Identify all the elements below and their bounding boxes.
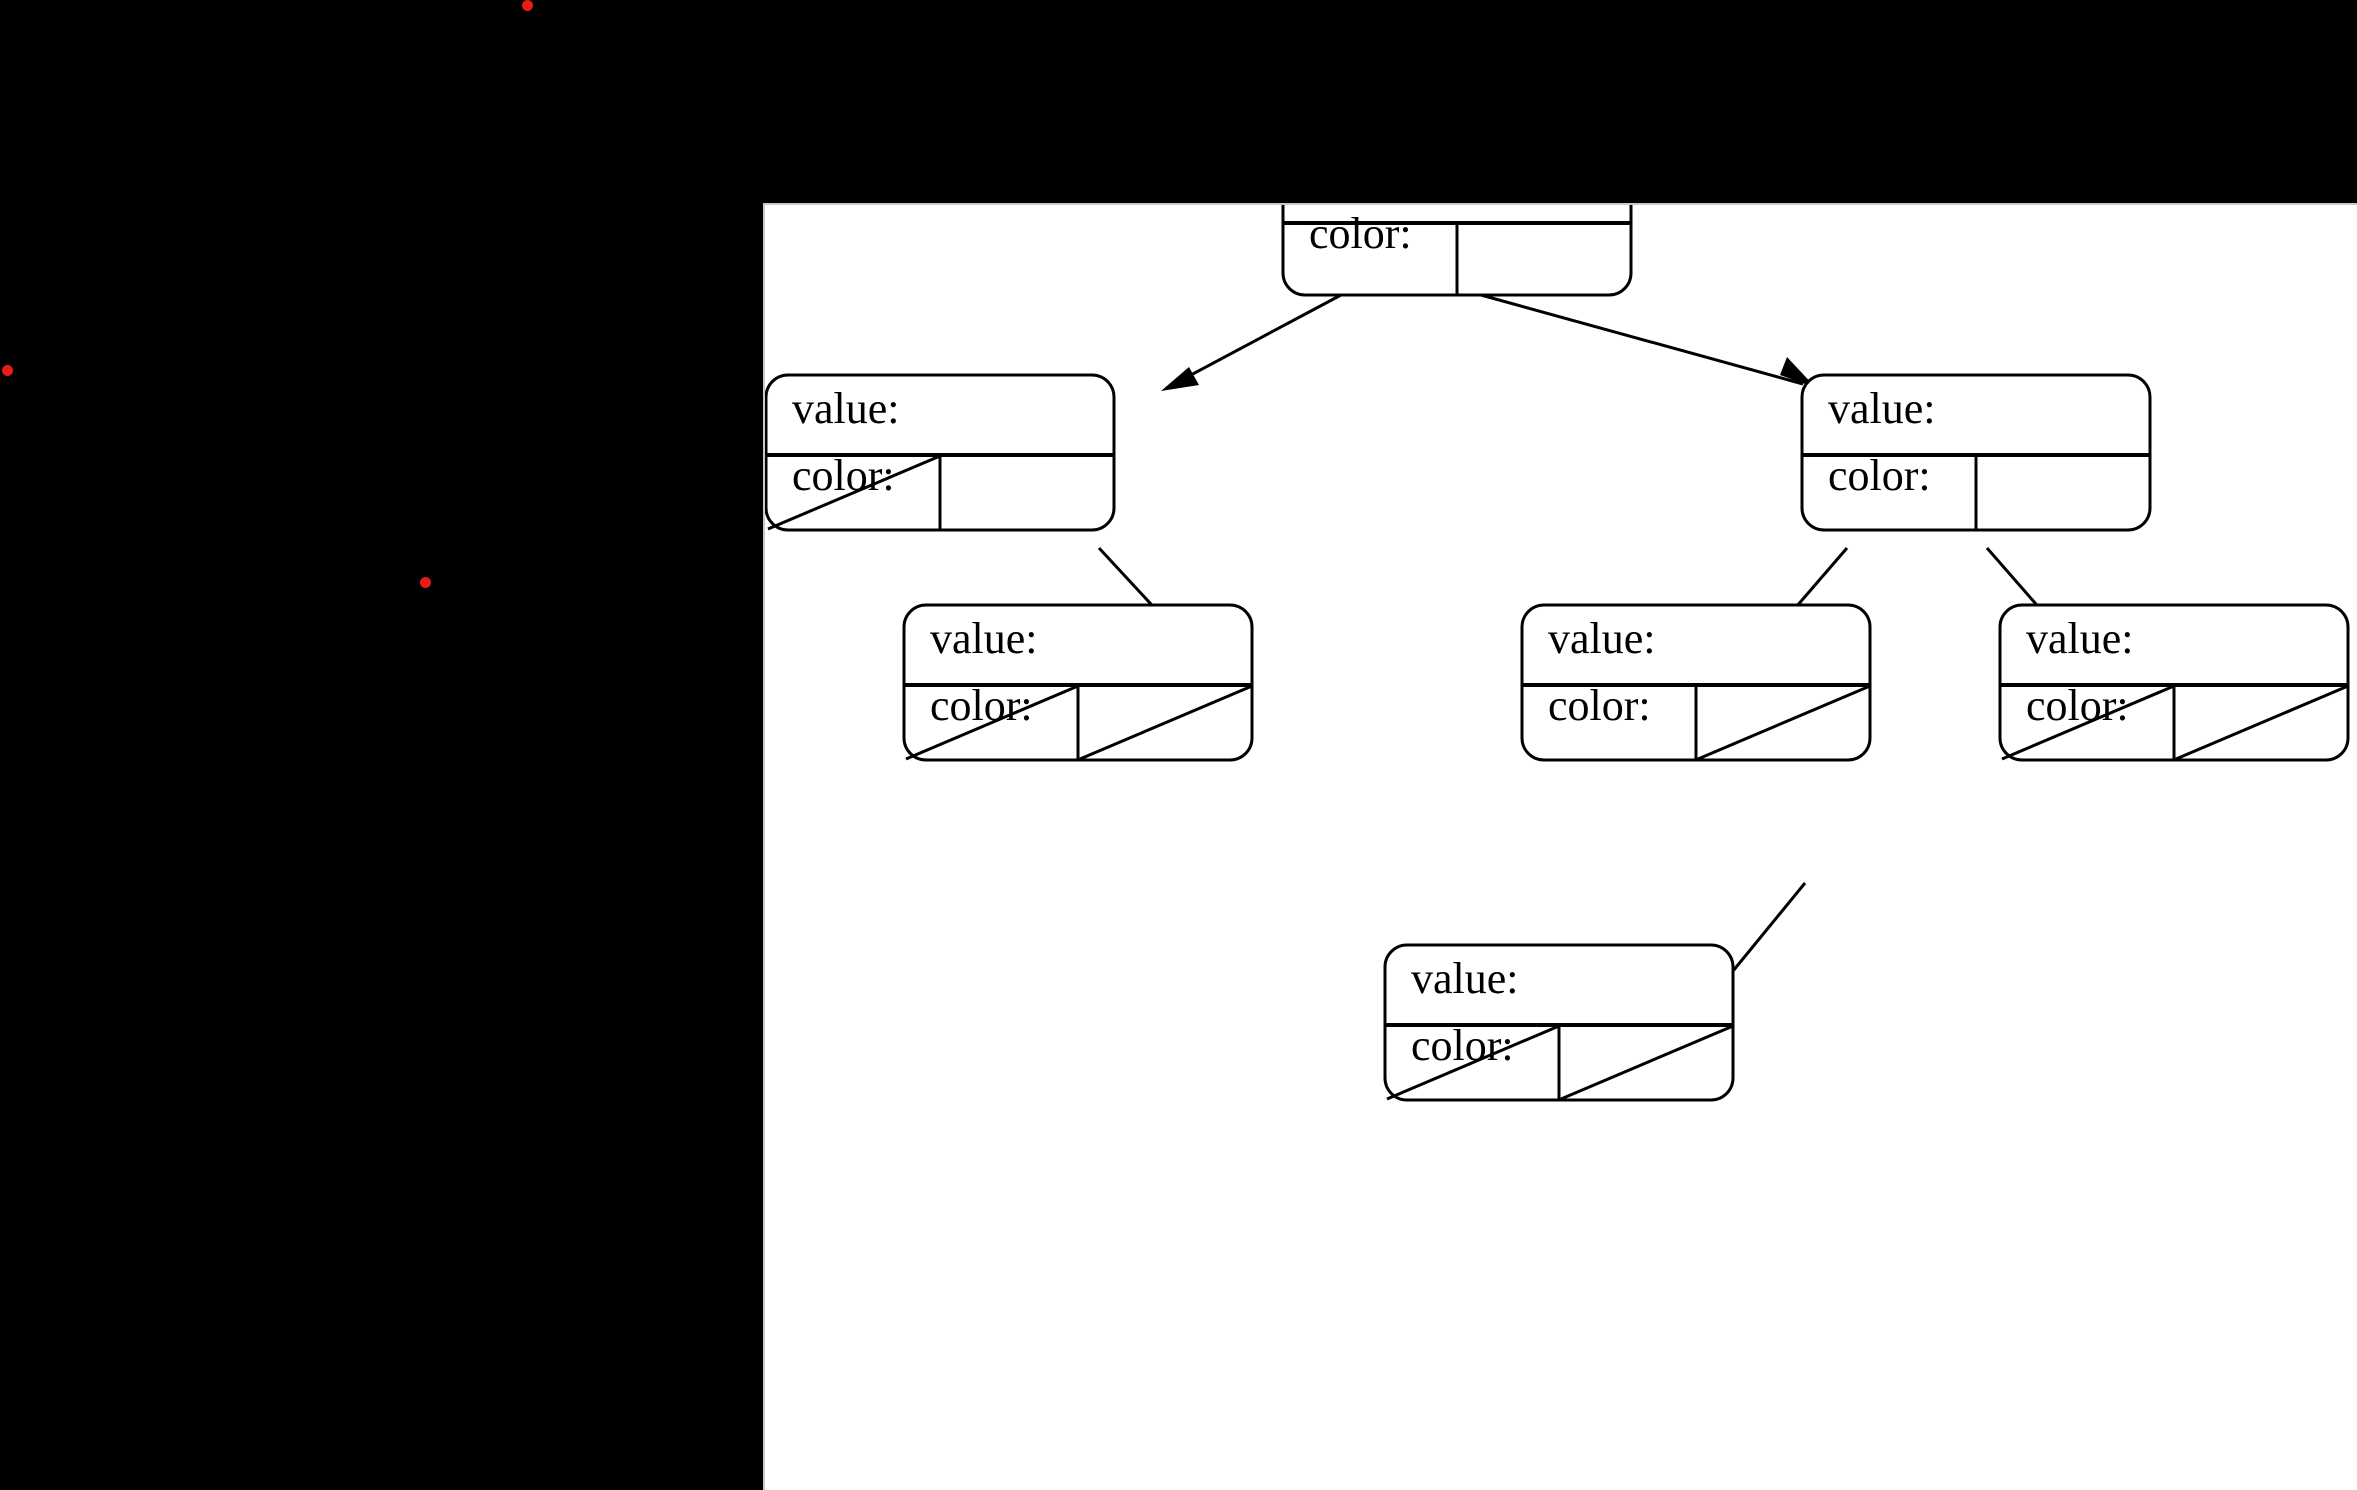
node-left-value-label: value: [792,384,900,433]
tree-node-right-right[interactable]: value: color: [1998,603,2350,762]
red-marker-dot-2 [2,365,13,376]
node-rr-null-slash-right [2175,684,2349,761]
node-root-color-label: color: [1309,209,1412,258]
red-marker-dot-3 [420,577,431,588]
node-rll-color-label: color: [1411,1021,1514,1070]
node-left-color-label: color: [792,451,895,500]
node-lr-null-slash-left [905,684,1079,761]
tree-node-right-left-left[interactable]: value: color: [1383,943,1735,1102]
tree-node-left-right[interactable]: value: color: [902,603,1254,762]
node-right-color-label: color: [1828,451,1931,500]
node-lr-null-slash-right [1079,684,1253,761]
tree-node-right-left[interactable]: value: color: [1520,603,1872,762]
tree-node-right[interactable]: value: color: [1800,373,2152,532]
node-rl-value-label: value: [1548,614,1656,663]
node-lr-value-label: value: [930,614,1038,663]
node-rr-color-label: color: [2026,681,2129,730]
node-rll-value-label: value: [1411,954,1519,1003]
node-left-null-slash-left [767,454,941,531]
binary-tree-diagram: value: color: value: color: value: color… [765,205,2350,1102]
node-lr-color-label: color: [930,681,1033,730]
node-rl-color-label: color: [1548,681,1651,730]
node-rr-value-label: value: [2026,614,2134,663]
node-rr-null-slash-left [2001,684,2175,761]
edge-root-to-left-child [1161,293,1342,391]
tree-node-root[interactable]: value: color: [1281,205,1633,297]
diagram-panel: value: color: value: color: value: color… [763,203,2357,1490]
red-marker-dot-1 [522,0,533,11]
node-rll-null-slash-left [1386,1024,1560,1101]
node-right-value-label: value: [1828,384,1936,433]
edge-root-to-right-child [1480,293,1816,388]
node-rl-null-slash-right [1697,684,1871,761]
node-rll-null-slash-right [1560,1024,1734,1101]
tree-node-left[interactable]: value: color: [765,373,1116,532]
